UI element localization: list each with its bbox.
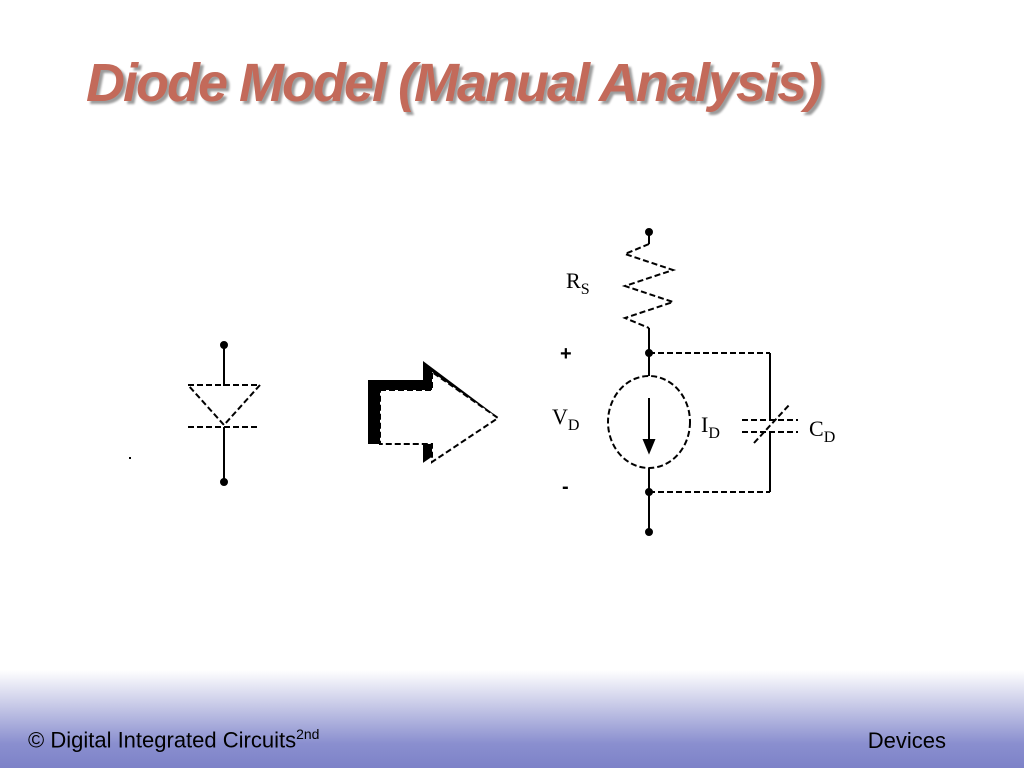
footer-copyright: © Digital Integrated Circuits2nd: [28, 726, 319, 753]
diode-triangle: [185, 384, 263, 427]
series-resistor: [621, 243, 677, 329]
rs-label: RS: [566, 268, 590, 298]
footer-band: © Digital Integrated Circuits2nd Devices: [0, 670, 1024, 768]
vd-label: VD: [552, 404, 579, 434]
cd-label: CD: [809, 416, 835, 446]
diode-bottom-terminal: [220, 478, 228, 486]
id-label: ID: [701, 412, 720, 442]
footer-edition-superscript: 2nd: [296, 726, 320, 742]
variable-cap-arrow: [753, 403, 791, 444]
plus-label: +: [560, 343, 572, 365]
arrow-shape: [379, 370, 500, 464]
minus-label: -: [562, 476, 569, 498]
bottom-terminal: [645, 528, 653, 536]
diode-top-terminal: [220, 341, 228, 349]
stray-dot: [129, 457, 131, 459]
footer-section-label: Devices: [867, 728, 946, 753]
slide-title: Diode Model (Manual Analysis): [86, 53, 823, 113]
equivalent-circuit: [607, 228, 798, 536]
diode-symbol: [185, 341, 263, 486]
diode-model-diagram: RS + VD - ID CD: [129, 228, 835, 536]
footer-copyright-text: © Digital Integrated Circuits: [28, 727, 297, 753]
current-arrow-head: [642, 439, 656, 455]
block-arrow: [368, 361, 500, 464]
